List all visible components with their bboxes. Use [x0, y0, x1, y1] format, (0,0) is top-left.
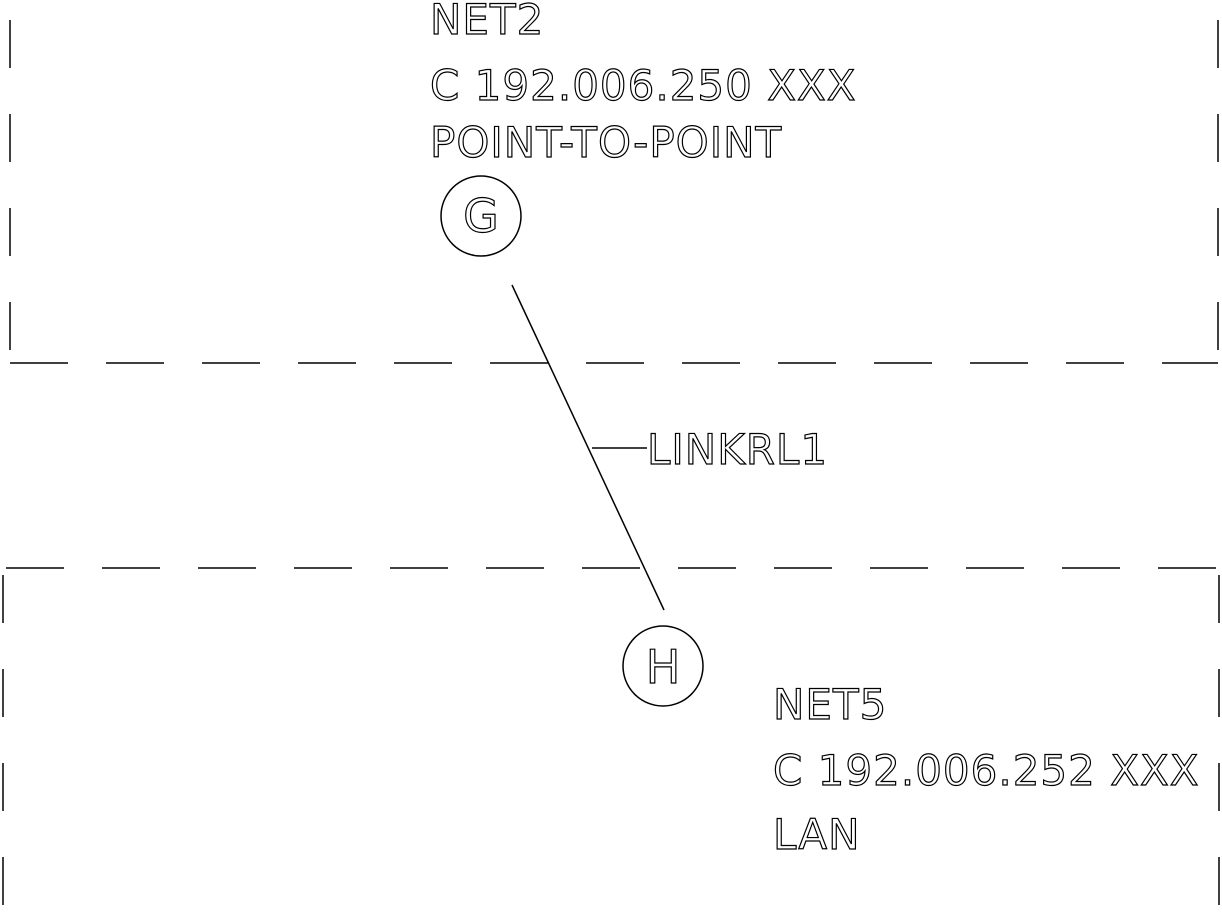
node-g-label: G: [463, 189, 499, 243]
net2-labels: NET2 C 192.006.250 XXX POINT-TO-POINT: [429, 0, 857, 168]
node-g[interactable]: G: [440, 175, 522, 257]
link-label: LINKRL1: [647, 425, 828, 474]
net5-name: NET5: [773, 680, 887, 729]
node-h-circle: [622, 625, 704, 707]
net2-address: C 192.006.250 XXX: [430, 61, 857, 110]
net2-type: POINT-TO-POINT: [430, 118, 782, 167]
net2-name: NET2: [430, 0, 544, 44]
link-linkrl1[interactable]: LINKRL1: [511, 284, 828, 611]
node-h[interactable]: H: [622, 625, 704, 707]
net5-type: LAN: [773, 810, 861, 859]
node-g-circle: [440, 175, 522, 257]
net2-region: [9, 20, 1219, 364]
net5-address: C 192.006.252 XXX: [773, 746, 1200, 795]
node-h-label: H: [646, 640, 681, 694]
net5-region: [2, 567, 1222, 915]
link-line: [511, 284, 665, 611]
net5-labels: NET5 C 192.006.252 XXX LAN: [772, 679, 1200, 859]
